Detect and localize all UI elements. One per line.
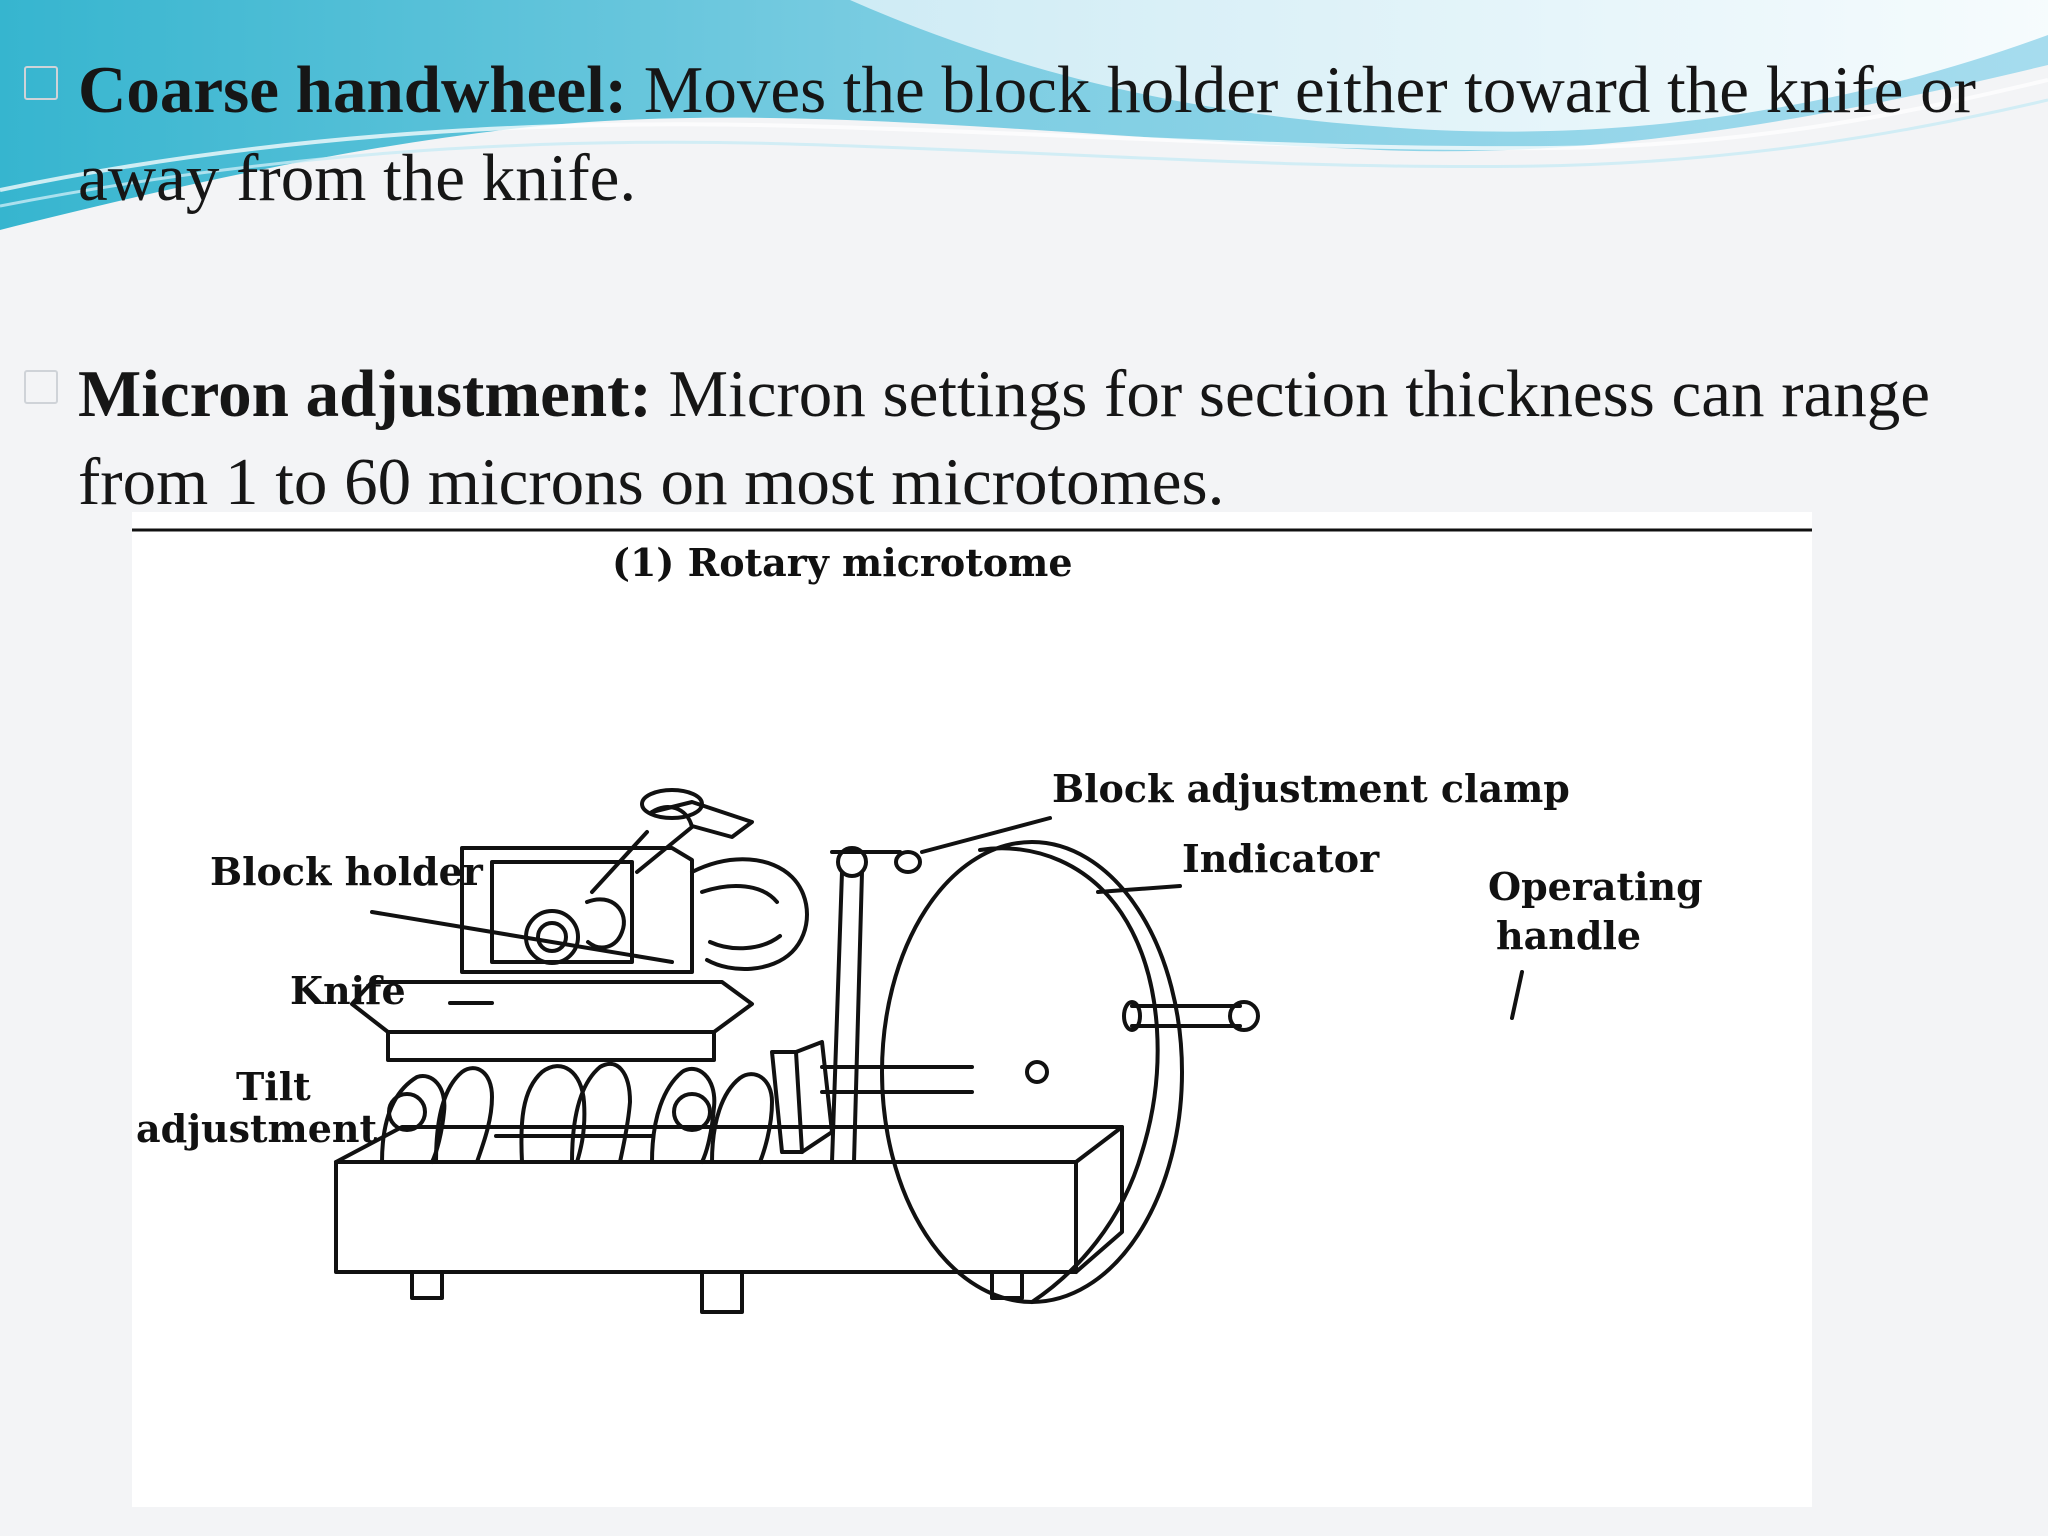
label-indicator: Indicator: [1182, 836, 1380, 881]
microtome-line-art: [334, 788, 1524, 1314]
rotary-microtome-figure: (1) Rotary microtome Block adjustment cl…: [132, 512, 1812, 1507]
label-knife: Knife: [290, 968, 406, 1013]
bullet-description: Moves the block holder either toward the…: [78, 53, 1976, 215]
header-wave-decoration: [0, 0, 2048, 230]
label-operating-handle-line1: Operating: [1488, 864, 1703, 909]
bullet-term: Micron adjustment:: [78, 357, 652, 431]
figure-caption: (1) Rotary microtome: [612, 540, 1073, 585]
bullet-coarse-handwheel: Coarse handwheel: Moves the block holder…: [24, 46, 2014, 222]
bullet-micron-adjustment: Micron adjustment: Micron settings for s…: [24, 350, 2014, 526]
label-tilt-adjustment-line2: adjustment: [136, 1106, 378, 1151]
label-operating-handle-line2: handle: [1496, 913, 1641, 958]
label-block-adjustment-clamp: Block adjustment clamp: [1052, 766, 1570, 811]
label-block-holder: Block holder: [210, 849, 484, 894]
bullet-text: Coarse handwheel: Moves the block holder…: [78, 46, 2014, 222]
bullet-marker: [24, 370, 58, 404]
label-tilt-adjustment-line1: Tilt: [236, 1064, 311, 1109]
rotary-microtome-diagram: (1) Rotary microtome Block adjustment cl…: [132, 528, 1812, 1314]
bullet-term: Coarse handwheel:: [78, 53, 628, 127]
bullet-marker: [24, 66, 58, 100]
bullet-text: Micron adjustment: Micron settings for s…: [78, 350, 2014, 526]
bullet-description: Micron settings for section thickness ca…: [78, 357, 1931, 519]
